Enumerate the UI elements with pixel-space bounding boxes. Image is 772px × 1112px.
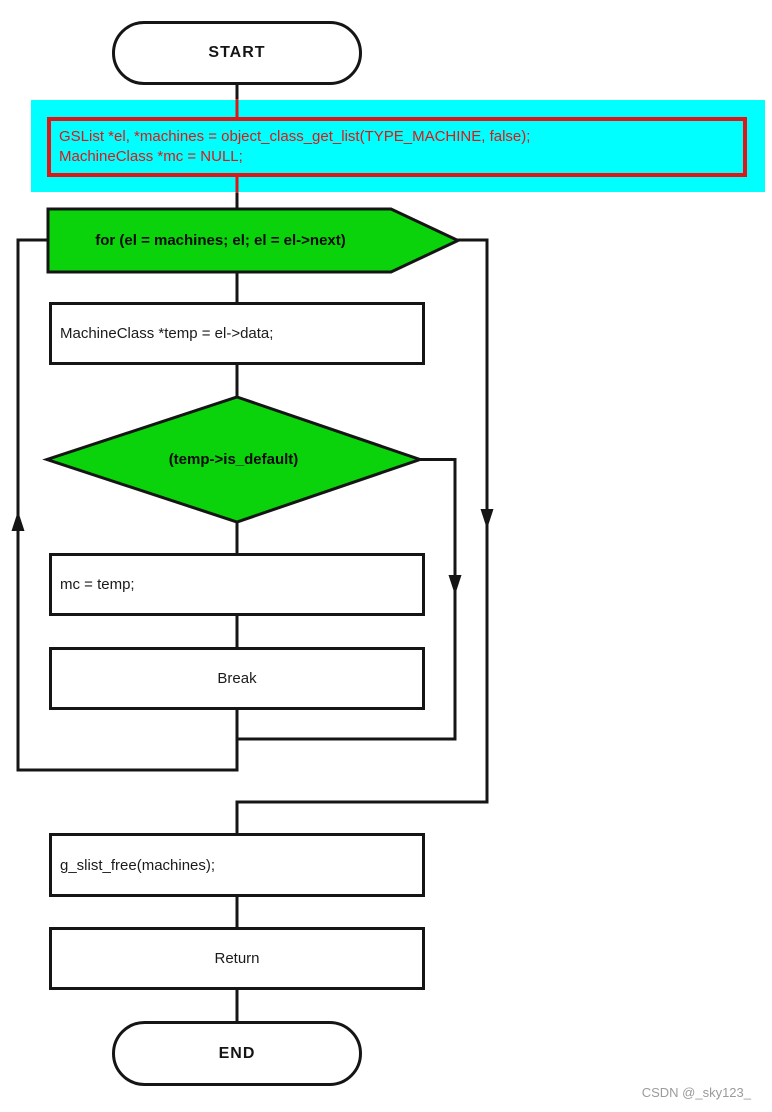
assign-mc-label: mc = temp; [60,576,135,593]
return-label: Return [214,950,260,967]
assign-temp-label: MachineClass *temp = el->data; [60,325,274,342]
break-box: Break [49,647,425,710]
decision-diamond-shape [42,395,425,524]
for-loop-label: for (el = machines; el; el = el->next) [95,232,346,249]
end-label: END [218,1044,256,1062]
start-label: START [208,44,266,61]
end-terminal: END [112,1021,362,1086]
return-box: Return [49,927,425,990]
watermark: CSDN @_sky123_ [641,1085,751,1100]
free-machines-box: g_slist_free(machines); [49,833,425,897]
assign-temp-box: MachineClass *temp = el->data; [49,302,425,365]
init-code-line-2: MachineClass *mc = NULL; [59,148,243,165]
assign-mc-box: mc = temp; [49,553,425,616]
init-code-box: GSList *el, *machines = object_class_get… [47,117,747,177]
start-terminal: START [112,21,362,85]
init-code-line-1: GSList *el, *machines = object_class_get… [59,128,531,145]
break-label: Break [217,670,257,687]
for-loop-shape [46,207,462,274]
loop-back-up-arrowhead-icon [11,511,25,531]
for-exit-down-arrowhead-icon [480,509,494,529]
decision-bypass-down-arrowhead-icon [448,575,462,595]
connector-lines [16,85,489,1022]
decision-label: (temp->is_default) [168,451,299,468]
free-machines-label: g_slist_free(machines); [60,856,216,874]
